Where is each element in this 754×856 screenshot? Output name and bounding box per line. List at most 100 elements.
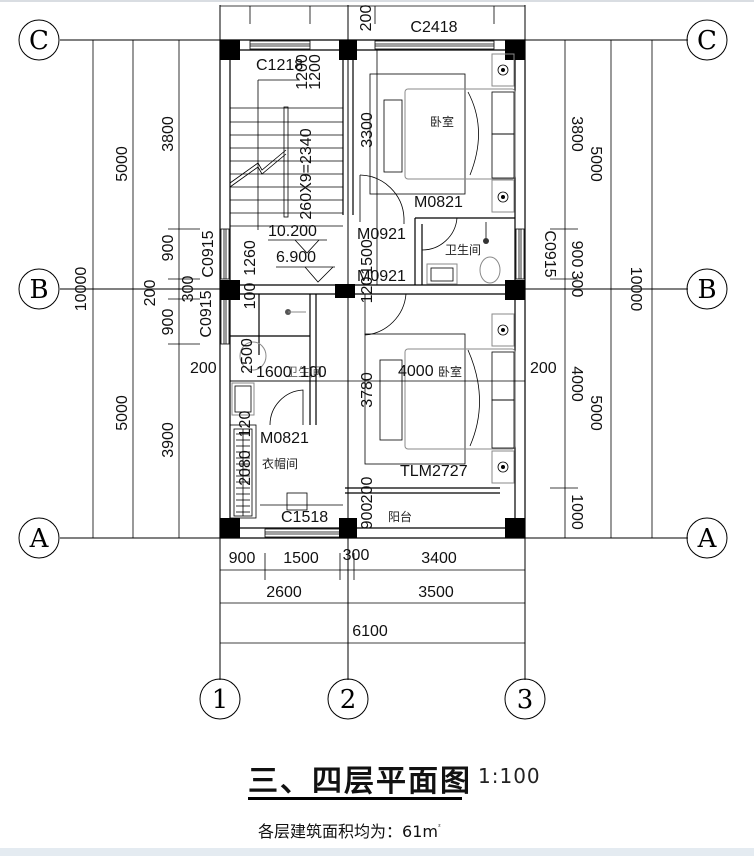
dim-bed-north-3300: 3300	[359, 112, 376, 148]
dim-closet-120: 120	[237, 411, 254, 438]
axis-label: 3	[517, 685, 534, 715]
dim-bottom-total: 6100	[352, 623, 388, 640]
dim-balcony-200: 200	[359, 477, 376, 504]
dim-bottom-3500: 3500	[418, 584, 454, 601]
axis-bubble-a-left: A	[18, 517, 60, 559]
room-label-bedroom-north: 卧室	[430, 114, 454, 129]
dim-bath-1600: 1600	[256, 364, 292, 381]
dim-stair-100: 100	[242, 283, 259, 310]
top-dimension-chain	[220, 5, 525, 24]
axis-bubble-a-right: A	[686, 517, 728, 559]
window-c2418	[374, 40, 495, 50]
dim-closet-2080: 2080	[237, 450, 254, 486]
dim-right-4000: 4000	[568, 366, 585, 402]
dim-left-lower: 5000	[114, 395, 131, 431]
dim-right-upper: 5000	[587, 146, 604, 182]
right-dimension-chains	[550, 40, 653, 538]
window-label-c0915-west-2: C0915	[198, 290, 215, 337]
bottom-dimension-chains	[220, 553, 525, 644]
dim-right-900: 900	[568, 241, 585, 268]
dim-top-200: 200	[358, 5, 375, 32]
drawing-scale: 1:100	[478, 764, 541, 788]
axis-label: 2	[340, 685, 357, 715]
dim-bottom-2600: 2600	[266, 584, 302, 601]
stair-tread-dimension: 260X9=2340	[298, 128, 315, 219]
bathroom-east	[414, 217, 515, 285]
dim-left-total: 10000	[73, 267, 90, 312]
bedroom-north	[369, 50, 516, 285]
room-label-closet: 衣帽间	[262, 456, 298, 471]
dim-left-3800: 3800	[160, 116, 177, 152]
door-label-m0821-north: M0821	[414, 194, 463, 211]
structural-columns	[220, 40, 525, 538]
area-value: 61m	[402, 822, 438, 841]
axis-bubble-b-right: B	[686, 268, 728, 310]
room-label-bedroom-south: 卧室	[438, 364, 462, 379]
dim-left-300: 300	[180, 276, 197, 303]
window-label-c1218: C1218	[256, 57, 303, 74]
dim-stair-1200b: 1200	[307, 54, 324, 90]
room-label-bathroom-west: 卫生间	[286, 365, 322, 379]
bathroom-west	[230, 294, 317, 426]
dim-east-200: 200	[530, 360, 557, 377]
window-label-c0915-west: C0915	[200, 230, 217, 277]
window-bottom-border	[0, 848, 754, 856]
door-label-m0921-a: M0921	[357, 226, 406, 243]
axis-bubble-3: 3	[504, 678, 546, 720]
dim-left-900a: 900	[160, 235, 177, 262]
window-top-border	[0, 0, 754, 2]
dim-stair-1200a: 1200	[294, 54, 311, 90]
axis-label: A	[29, 524, 50, 554]
window-c0915-east	[515, 228, 525, 280]
dim-door-120: 120	[359, 277, 376, 304]
bedroom-south	[230, 313, 525, 494]
room-label-bathroom-east: 卫生间	[445, 243, 481, 257]
dim-stair-1260: 1260	[242, 240, 259, 276]
dim-right-lower: 5000	[587, 395, 604, 431]
area-note: 各层建筑面积均为：61m²	[258, 818, 441, 842]
dim-bottom-1500: 1500	[283, 550, 319, 567]
axis-label: B	[697, 275, 716, 305]
dim-bottom-300: 300	[343, 547, 370, 564]
room-label-balcony: 阳台	[388, 509, 412, 524]
axis-lines	[60, 5, 688, 680]
dim-bed-south-3780: 3780	[359, 372, 376, 408]
dim-right-total: 10000	[627, 267, 644, 312]
window-c1218	[249, 40, 311, 50]
door-label-tlm2727: TLM2727	[400, 463, 468, 480]
dim-left-900b: 900	[160, 309, 177, 336]
level-lower: 6.900	[276, 249, 316, 266]
axis-label: A	[697, 524, 718, 554]
area-note-prefix: 各层建筑面积均为：	[258, 822, 403, 841]
axis-label: B	[29, 275, 48, 305]
window-label-c1518: C1518	[281, 509, 328, 526]
dim-door-1500: 1500	[359, 239, 376, 275]
dim-bath-100: 100	[300, 364, 327, 381]
axis-label: C	[697, 26, 717, 56]
dim-bed-4000: 4000	[398, 363, 434, 380]
door-label-m0921-b: M0921	[357, 268, 406, 285]
dim-balcony-900: 900	[359, 503, 376, 530]
dim-right-1000: 1000	[568, 494, 585, 530]
staircase	[229, 79, 343, 230]
dim-left-upper: 5000	[114, 146, 131, 182]
dim-left-200: 200	[142, 280, 159, 307]
window-c0915-west	[220, 228, 230, 345]
window-c1518	[264, 528, 341, 538]
drawing-title: 三、四层平面图	[248, 764, 472, 799]
dim-right-300: 300	[568, 271, 585, 298]
level-upper: 10.200	[268, 223, 317, 240]
dim-bath-2500: 2500	[239, 338, 256, 374]
floor-plan-drawing: C C B B A A 1 2 3 10	[18, 5, 728, 720]
dim-west-200: 200	[190, 360, 217, 377]
area-unit-superscript: ²	[437, 823, 441, 831]
axis-bubble-c-left: C	[18, 19, 60, 61]
axis-label: C	[29, 26, 49, 56]
dim-left-3900: 3900	[160, 422, 177, 458]
dim-bottom-900: 900	[229, 550, 256, 567]
axis-bubble-1: 1	[199, 678, 241, 720]
door-label-m0821-closet: M0821	[260, 430, 309, 447]
left-dimension-chains	[86, 39, 200, 538]
window-label-c2418: C2418	[410, 19, 457, 36]
axis-bubble-c-right: C	[686, 19, 728, 61]
